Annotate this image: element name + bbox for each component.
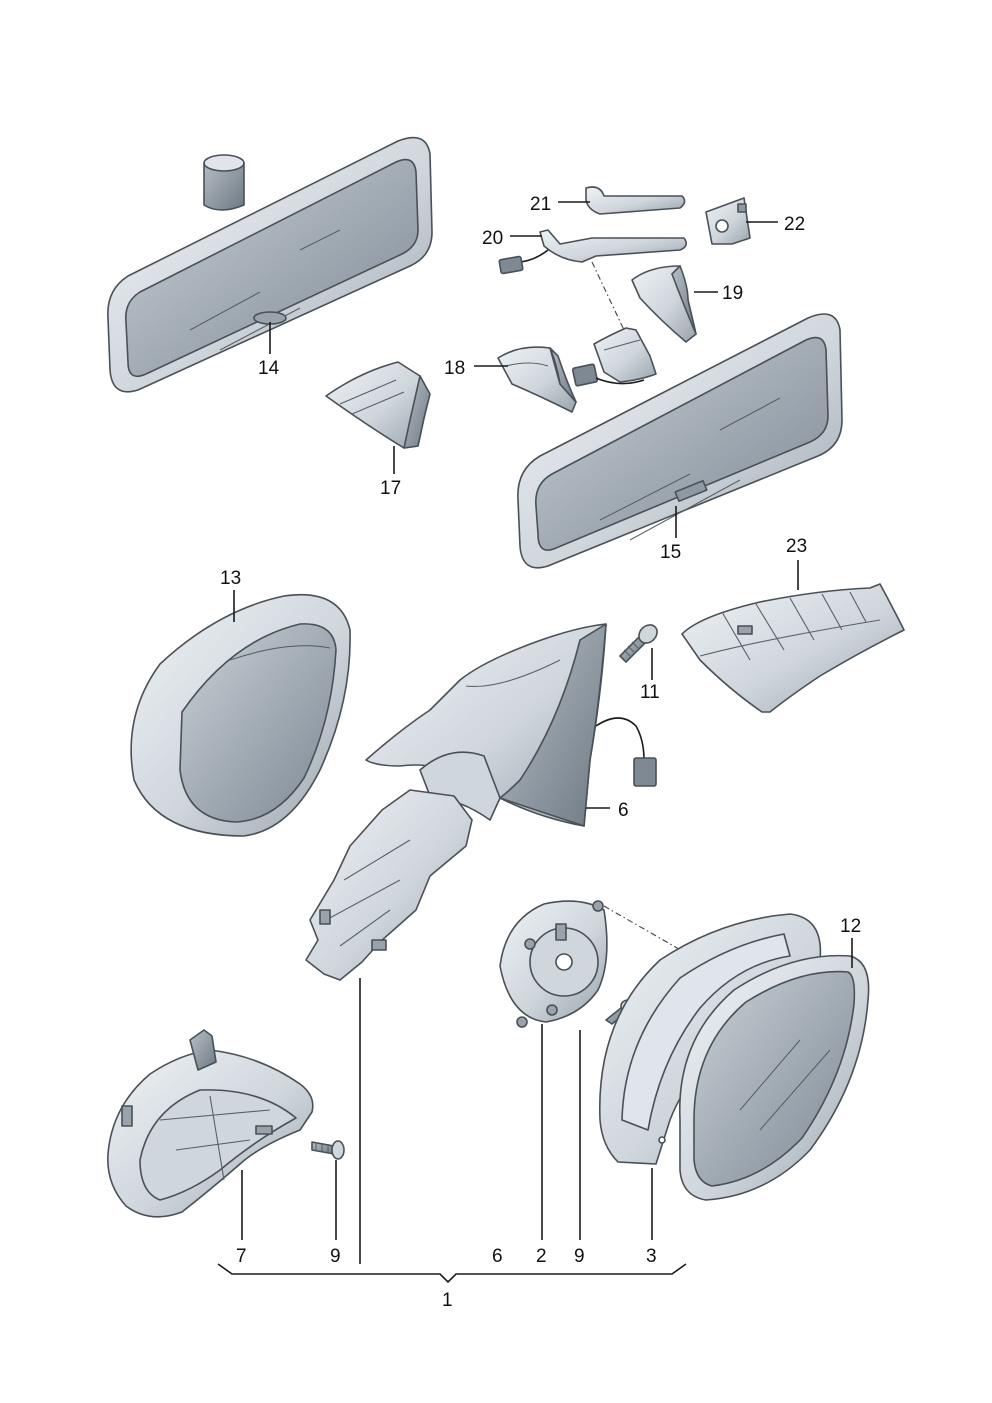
callout-9-right: 9	[574, 1246, 585, 1267]
interior-mirror-14	[107, 136, 433, 393]
callout-labels: 14 15 17 18 19 20 21 22 23 13 11 6 12 7 …	[220, 194, 861, 1311]
callout-20: 20	[482, 228, 503, 249]
mirror-frame-bracket	[305, 789, 473, 981]
callout-23: 23	[786, 536, 807, 557]
lower-housing-7	[107, 1029, 314, 1218]
callout-17: 17	[380, 478, 401, 499]
callout-13: 13	[220, 568, 241, 589]
callout-11: 11	[640, 682, 660, 703]
callout-2: 2	[536, 1246, 547, 1267]
callout-21: 21	[530, 194, 551, 215]
housing-cap-13	[130, 594, 351, 837]
clip-22	[705, 197, 751, 245]
callout-14: 14	[258, 358, 280, 379]
callout-12: 12	[840, 916, 861, 937]
screw-9-left	[311, 1140, 345, 1160]
callout-9-left: 9	[330, 1246, 341, 1267]
mirror-base-6	[365, 623, 657, 827]
callout-18: 18	[444, 358, 465, 379]
callout-3: 3	[646, 1246, 657, 1267]
mirror-glass-12	[678, 954, 870, 1201]
wiring-harness-20	[498, 229, 688, 331]
callout-22: 22	[784, 214, 805, 235]
assembly-brace	[217, 1263, 687, 1284]
adjust-motor-2	[499, 900, 699, 1028]
connector-plug	[571, 363, 645, 387]
mirror-base-cover-17	[325, 361, 431, 449]
callout-7: 7	[236, 1246, 247, 1267]
leader-lines	[217, 201, 853, 1284]
screw-11	[619, 624, 658, 663]
trim-strip-21	[585, 186, 686, 215]
cover-19	[631, 265, 697, 343]
bracket-center	[593, 327, 657, 383]
callout-1: 1	[442, 1290, 453, 1311]
callout-15: 15	[660, 542, 681, 563]
callout-6-lower: 6	[492, 1246, 503, 1267]
callout-6-upper: 6	[618, 800, 629, 821]
housing-trim-23	[681, 583, 905, 713]
interior-mirror-15	[517, 313, 843, 569]
callout-19: 19	[722, 283, 743, 304]
cover-half-18	[497, 346, 577, 413]
